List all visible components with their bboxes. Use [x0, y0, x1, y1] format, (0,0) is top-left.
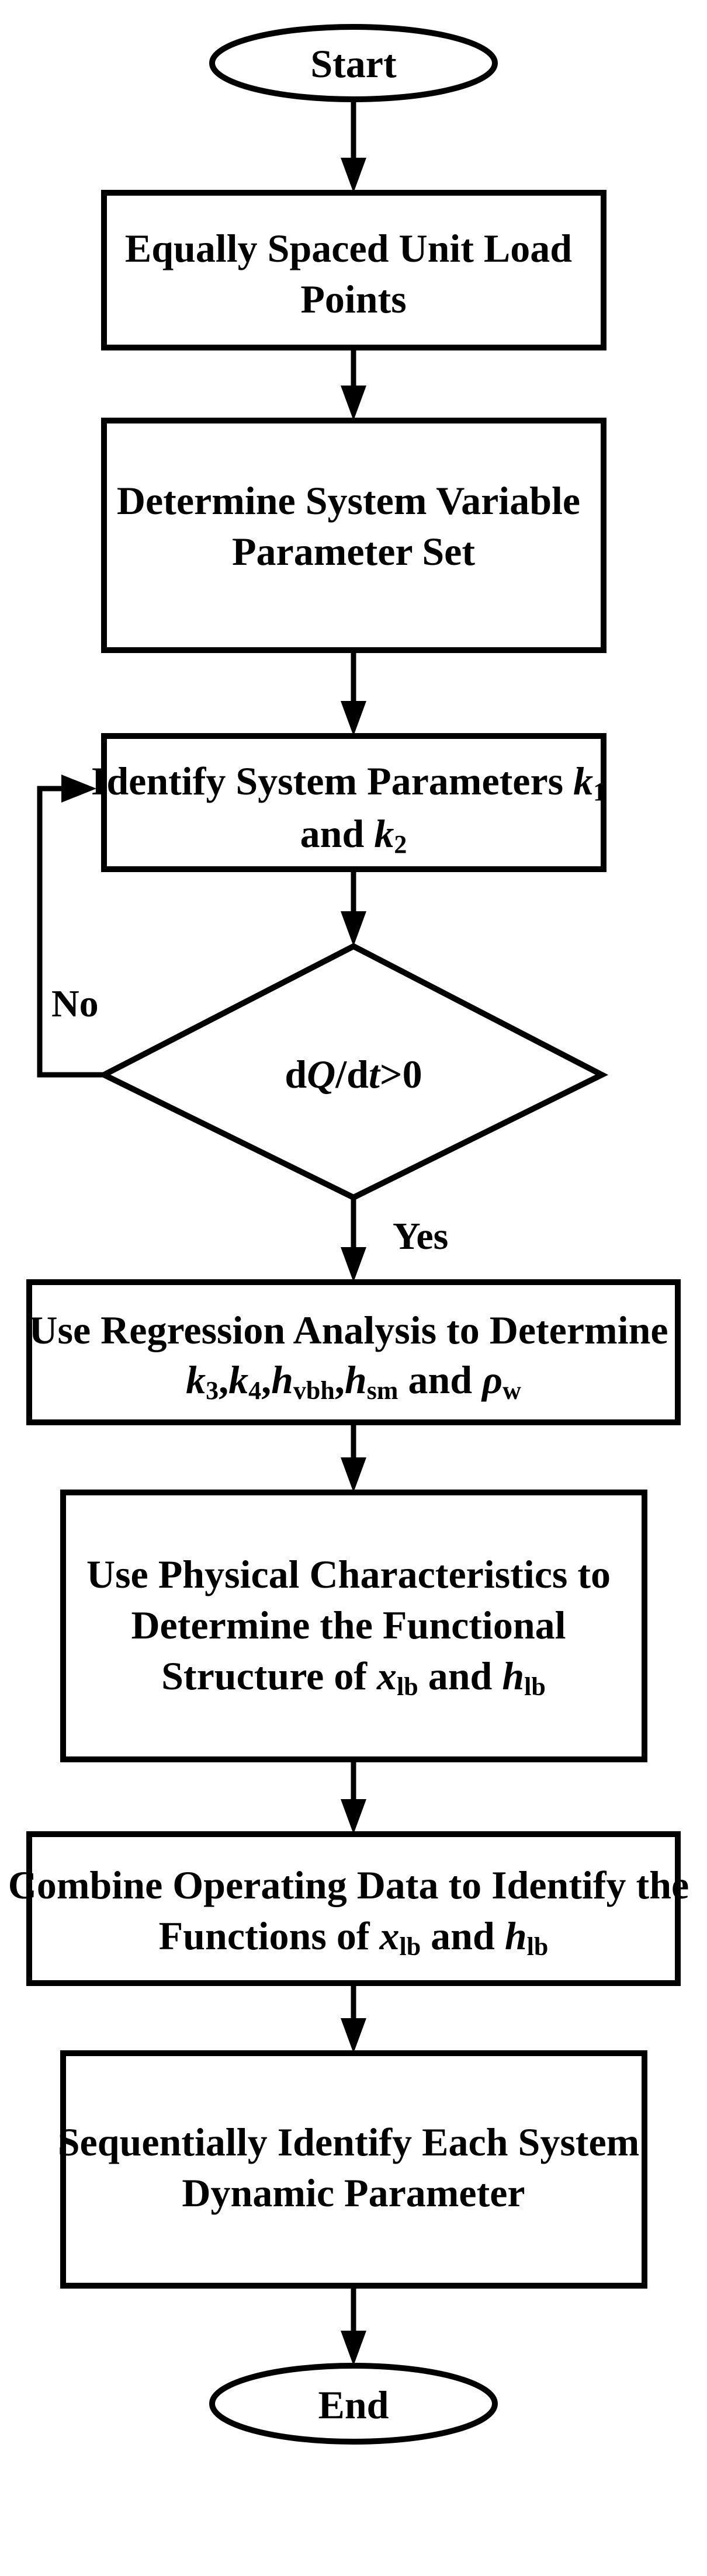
step5-node: Use Physical Characteristics to Determin… — [60, 1490, 647, 1762]
step3-line1: Identify System Parameters k1 — [91, 759, 606, 806]
step2-text: Determine System Variable Parameter Set — [117, 478, 590, 574]
start-terminator — [209, 24, 498, 102]
step1-node: Equally Spaced Unit Load Points — [101, 190, 607, 350]
step2-line1: Determine System Variable — [117, 478, 580, 523]
end-terminator — [209, 2363, 498, 2445]
decision-node: dQ/dt>0 — [97, 943, 609, 1201]
end-node: End — [209, 2363, 498, 2445]
step7-line1: Sequentially Identify Each System — [58, 2120, 640, 2164]
start-label: Start — [310, 41, 397, 86]
step4-node: Use Regression Analysis to Determine k3,… — [26, 1279, 681, 1425]
arrowhead-no-loop — [61, 775, 96, 803]
step5-text: Use Physical Characteristics to Determin… — [86, 1552, 621, 1701]
step1-box — [101, 190, 607, 350]
decision-condition: dQ/dt>0 — [285, 1052, 422, 1096]
arrowhead-step5 — [341, 1457, 366, 1492]
step4-line2: k3,k4,hvbh,hsm and ρw — [186, 1358, 521, 1405]
decision-diamond — [97, 943, 609, 1201]
step3-text: Identify System Parameters k1 and k2 — [91, 759, 616, 859]
step1-line1: Equally Spaced Unit Load — [125, 226, 572, 270]
arrowhead-step2 — [341, 386, 366, 421]
arrowhead-step1 — [341, 158, 366, 193]
arrowhead-step7 — [341, 2018, 366, 2053]
arrowhead-step3 — [341, 701, 366, 736]
step6-line2: Functions of xlb and hlb — [159, 1914, 549, 1961]
arrowhead-decision — [341, 911, 366, 946]
connector-no-loop — [37, 786, 104, 1078]
step7-box — [60, 2050, 647, 2289]
step5-line3: Structure of xlb and hlb — [161, 1654, 546, 1701]
step2-node: Determine System Variable Parameter Set — [101, 418, 607, 653]
step6-node: Combine Operating Data to Identify the F… — [8, 1831, 699, 1986]
step3-node: Identify System Parameters k1 and k2 — [91, 733, 616, 872]
step4-line1: Use Regression Analysis to Determine — [29, 1308, 668, 1352]
step3-line2: and k2 — [300, 811, 407, 859]
branch-no-label: No — [51, 983, 99, 1025]
arrowhead-step6 — [341, 1799, 366, 1834]
step1-line2: Points — [300, 277, 406, 321]
start-node: Start — [209, 24, 498, 102]
step1-text: Equally Spaced Unit Load Points — [125, 226, 582, 321]
arrowhead-step4 — [341, 1247, 366, 1282]
step7-text: Sequentially Identify Each System Dynami… — [58, 2120, 650, 2215]
connectors — [37, 100, 366, 2366]
step7-line2: Dynamic Parameter — [182, 2171, 525, 2215]
step5-line2: Determine the Functional — [131, 1603, 566, 1647]
step4-box — [26, 1279, 681, 1425]
step6-line1: Combine Operating Data to Identify the — [8, 1863, 689, 1907]
step2-box — [101, 418, 607, 653]
branch-yes-label: Yes — [393, 1215, 448, 1258]
step6-box — [26, 1831, 681, 1986]
step6-text: Combine Operating Data to Identify the F… — [8, 1863, 699, 1961]
step5-line1: Use Physical Characteristics to — [86, 1552, 611, 1596]
arrowhead-end — [341, 2331, 366, 2366]
step7-node: Sequentially Identify Each System Dynami… — [58, 2050, 650, 2289]
step3-box — [101, 733, 607, 872]
step2-line2: Parameter Set — [232, 529, 475, 574]
end-label: End — [318, 2383, 389, 2427]
step5-box — [60, 1490, 647, 1762]
step4-text: Use Regression Analysis to Determine k3,… — [29, 1308, 678, 1405]
